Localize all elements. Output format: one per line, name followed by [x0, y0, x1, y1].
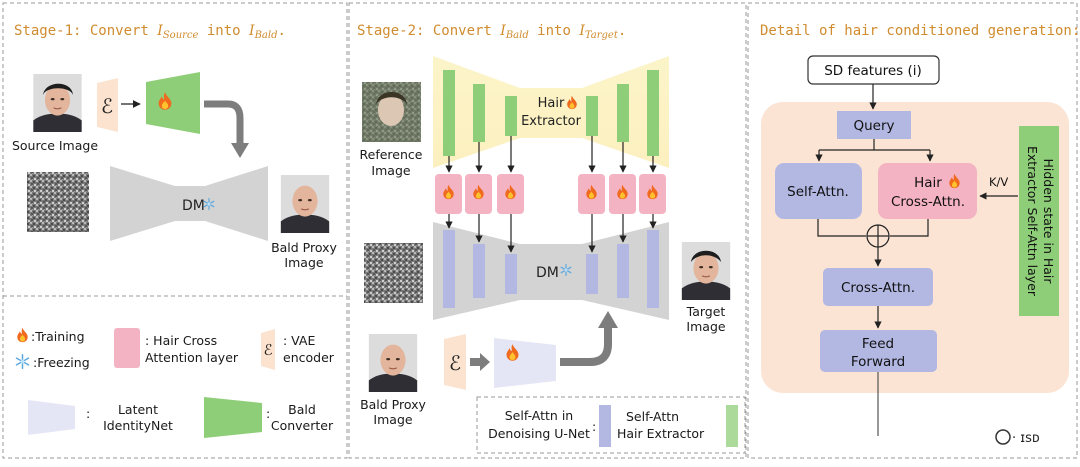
svg-text:ℰ: ℰ	[263, 341, 272, 359]
sd-features-label: SD features (i)	[824, 63, 922, 79]
dm-unet-stage1	[110, 166, 268, 241]
legend-flame-icon	[17, 327, 28, 343]
svg-text:encoder: encoder	[283, 350, 335, 365]
hair-cross-attn-box	[878, 163, 977, 219]
vae-encoder-stage1: ℰ	[97, 78, 118, 132]
noise-latent-stage2	[364, 243, 423, 303]
stage1-title: Stage-1: Convert ISource into IBald.	[14, 23, 286, 41]
panel-borders	[2, 2, 1078, 459]
svg-text::: :	[592, 419, 596, 434]
hair-cross-attn-layers	[435, 174, 666, 214]
svg-text:Self-Attn in: Self-Attn in	[505, 408, 573, 423]
legend-vae-swatch	[261, 329, 275, 370]
legend-hair-cross-swatch	[114, 328, 140, 368]
legend-extractor-bar	[726, 405, 738, 447]
watermark: · ɪꜱᴅ	[995, 429, 1040, 446]
crossattn-to-unet-arrows	[445, 214, 657, 253]
legend-snowflake-icon	[15, 354, 30, 369]
target-label-2: Image	[686, 319, 725, 334]
extractor-to-crossattn-arrows	[445, 136, 657, 173]
svg-text:: VAE: : VAE	[283, 333, 315, 348]
legend-latent-swatch	[28, 400, 75, 435]
source-image-label: Source Image	[12, 138, 98, 153]
hair-cross-attn-label-2: Cross-Attn.	[891, 194, 965, 210]
cross-attn-box	[823, 268, 933, 306]
svg-text::: :	[266, 406, 270, 421]
source-image	[32, 74, 83, 132]
bald-proxy-image-stage1	[280, 175, 330, 233]
unet-self-attn-bars	[443, 230, 659, 308]
bald-proxy-image-stage2	[368, 334, 418, 392]
latent-identitynet	[494, 338, 556, 388]
stage3-title: Detail of hair conditioned generation:	[760, 23, 1080, 39]
reference-label-2: Image	[371, 163, 410, 178]
svg-text:Denoising U-Net: Denoising U-Net	[488, 426, 590, 441]
svg-text:Latent: Latent	[118, 402, 158, 417]
legend-bald-swatch	[204, 397, 262, 438]
svg-text:Hair Extractor: Hair Extractor	[617, 426, 705, 441]
svg-text:Bald: Bald	[288, 402, 316, 417]
hidden-state-box	[1019, 126, 1059, 316]
bald-proxy-b-label-2: Image	[373, 412, 412, 427]
bald-converter	[146, 72, 200, 134]
bald-proxy-label-1: Bald Proxy	[271, 240, 337, 255]
hair-cross-attn-label-1: Hair	[914, 175, 942, 191]
query-label: Query	[853, 118, 894, 134]
dm-label-stage2: DM	[536, 265, 559, 281]
cross-attn-label: Cross-Attn.	[841, 280, 915, 296]
feed-forward-label-1: Feed	[862, 336, 894, 352]
svg-text::Training: :Training	[31, 329, 85, 344]
hidden-state-label-1: Hidden state in Hair	[1041, 158, 1056, 284]
dm-label-stage1: DM	[182, 198, 205, 214]
bald-proxy-b-label-1: Bald Proxy	[360, 397, 426, 412]
stage2-title: Stage-2: Convert IBald into ITarget.	[357, 23, 626, 41]
curved-arrow-stage2	[560, 326, 612, 366]
hair-extractor-label-1: Hair	[538, 96, 565, 111]
legend-unet-bar	[599, 405, 611, 447]
feed-forward-label-2: Forward	[851, 354, 905, 370]
target-label-1: Target	[686, 304, 726, 319]
svg-text::Freezing: :Freezing	[33, 355, 90, 370]
svg-text:Converter: Converter	[271, 418, 334, 433]
hair-extractor-bars	[443, 70, 659, 156]
gray-arrow-enc-to-identitynet	[470, 353, 490, 371]
kv-label: K/V	[989, 175, 1008, 189]
svg-text::: :	[86, 406, 90, 421]
svg-text:: Hair Cross: : Hair Cross	[145, 333, 217, 348]
svg-text:ℰ: ℰ	[449, 351, 461, 375]
self-attn-box	[775, 163, 862, 219]
reference-image	[362, 82, 421, 142]
hidden-state-label-2: Extractor Self-Attn layer	[1025, 146, 1040, 297]
query-box	[837, 111, 911, 139]
bald-proxy-label-2: Image	[284, 255, 323, 270]
hair-extractor	[433, 56, 669, 168]
reference-label-1: Reference	[360, 147, 423, 162]
svg-text:· ɪꜱᴅ: · ɪꜱᴅ	[1012, 431, 1040, 446]
svg-text:ℰ: ℰ	[101, 94, 113, 118]
noise-latent-stage1	[27, 172, 89, 232]
vae-encoder-stage2: ℰ	[444, 334, 466, 390]
svg-text:Attention layer: Attention layer	[145, 350, 239, 365]
hair-extractor-label-2: Extractor	[521, 114, 582, 129]
selfattn-legend-box: Self-Attn in Denoising U-Net : Self-Attn…	[476, 396, 746, 454]
curved-arrow-stage1	[204, 100, 244, 145]
target-image	[681, 242, 731, 300]
feed-forward-box	[820, 330, 937, 372]
svg-text:Self-Attn: Self-Attn	[626, 409, 679, 424]
dm-unet-stage2	[433, 222, 669, 320]
legend: :Training :Freezing : Hair Cross Attenti…	[15, 327, 335, 438]
svg-text:IdentityNet: IdentityNet	[103, 418, 173, 433]
self-attn-label: Self-Attn.	[787, 184, 849, 200]
